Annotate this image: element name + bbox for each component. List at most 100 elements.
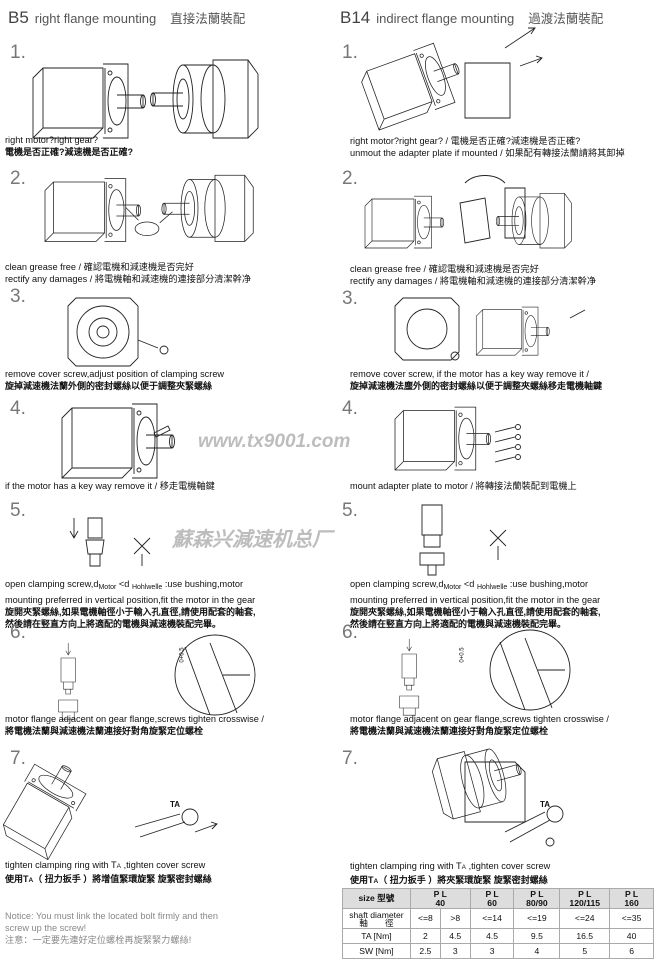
right-step-1-adapter-removal-illustration (357, 27, 543, 131)
left-step-1-line-2: 電機是否正確?減速機是否正確? (5, 147, 133, 157)
table-cell: <=19 (513, 908, 561, 929)
left-step-3-number: 3. (10, 286, 26, 307)
left-step-6-number: 6. (10, 622, 26, 643)
table-cell: 4 (513, 943, 561, 959)
table-cell: 2 (409, 928, 441, 944)
left-step-2-text: clean grease free / 確認電機和減速機是否完好 rectify… (5, 261, 251, 285)
text-part: 使用T (350, 875, 374, 885)
right-step-6-crosswise-screws-illustration (399, 629, 571, 716)
left-step-7-line-1: tighten clamping ring with TA ,tighten c… (5, 859, 212, 873)
table-row-shaft-diameter: shaft diameter 軸 徑 <=8>8<=14<=19<=24<=35 (342, 908, 654, 929)
left-step-7-ta-label: TA (170, 800, 181, 809)
table-header-pl60: P L 60 (469, 888, 515, 909)
table-cell: 3 (469, 943, 515, 959)
left-step-7-torque-wrench-illustration (0, 751, 218, 861)
right-step-7-line-1: tighten clamping ring with TA ,tighten c… (350, 860, 550, 874)
right-header-title-zh: 過渡法蘭裝配 (528, 12, 604, 26)
right-step-4-text: mount adapter plate to motor / 將轉接法蘭裝配到電… (350, 480, 577, 492)
right-step-2-line-2: rectify any damages / 將電機軸和減速機的連接部分清潔幹净 (350, 276, 597, 286)
table-header-pl120-115: P L 120/115 (559, 888, 611, 909)
table-row-label: TA [Nm] (342, 928, 411, 944)
subscript-motor: Motor (98, 584, 117, 591)
table-cell: >8 (439, 908, 471, 929)
text-part: （ 扭力扳手 ）將夾緊環旋緊 旋緊密封螺絲 (378, 875, 548, 885)
left-step-1-text: right motor?right gear? 電機是否正確?減速機是否正確? (5, 134, 133, 158)
left-step-6-line-1: motor flange adjacent on gear flange,scr… (5, 714, 264, 724)
right-step-3-flange-illustration (394, 297, 586, 361)
table-cell: 40 (609, 928, 654, 944)
notice-line-2: screw up the screw! (5, 923, 87, 933)
right-step-3-number: 3. (342, 288, 358, 309)
text-part: tighten clamping ring with T (350, 861, 462, 871)
left-step-2-number: 2. (10, 168, 26, 189)
subscript-a: A (373, 878, 379, 885)
table-cell: <=14 (469, 908, 515, 929)
table-row-label: SW [Nm] (342, 943, 411, 959)
left-step-4-line-1: if the motor has a key way remove it / 移… (5, 481, 215, 491)
table-cell: 2.5 (409, 943, 441, 959)
right-step-4-number: 4. (342, 398, 358, 419)
left-step-4-key-removal-illustration (61, 403, 175, 479)
notice-line-1: Notice: You must link the located bolt f… (5, 911, 218, 921)
subscript-a: A (116, 863, 122, 870)
right-step-4-adapter-mount-illustration (394, 406, 521, 471)
table-header-pl80-90: P L 80/90 (513, 888, 561, 909)
left-step-5-line-2: mounting preferred in vertical position,… (5, 595, 256, 605)
left-step-1-line-1: right motor?right gear? (5, 135, 98, 145)
text-part: :use bushing,motor (507, 579, 589, 589)
text-part: <d (116, 579, 132, 589)
text-part: tighten clamping ring with T (5, 860, 117, 870)
text-part: 使用T (5, 874, 29, 884)
table-cell: 16.5 (559, 928, 611, 944)
left-step-3-line-2: 旋掉減速機法蘭外側的密封螺絲以便于調整夾緊螺絲 (5, 381, 213, 391)
left-step-2-line-1: clean grease free / 確認電機和減速機是否完好 (5, 262, 194, 272)
right-step-7-ta-label: TA (540, 800, 551, 809)
right-step-7-torque-wrench-illustration (429, 738, 564, 847)
text-part: ,tighten cover screw (121, 860, 206, 870)
subscript-hohlwelle: Hohlwelle (131, 584, 163, 591)
right-step-2-text: clean grease free / 確認電機和減速機是否完好 rectify… (350, 263, 596, 287)
right-step-7-text: tighten clamping ring with TA ,tighten c… (350, 860, 550, 888)
right-step-5-line-3: 旋開夾緊螺絲,如果電機軸徑小于輸入孔直徑,請使用配套的軸套, (350, 607, 601, 617)
right-step-5-text: open clamping screw,dMotor <d Hohlwelle … (350, 578, 601, 630)
right-step-1-number: 1. (342, 42, 358, 63)
left-step-6-tolerance: 0+0.5 (179, 647, 186, 663)
right-step-7-number: 7. (342, 748, 358, 769)
table-cell: 4.5 (469, 928, 515, 944)
left-header-code: B5 (8, 8, 29, 27)
notice: Notice: You must link the located bolt f… (5, 910, 218, 946)
text-part: :use bushing,motor (162, 579, 244, 589)
left-step-5-number: 5. (10, 500, 26, 521)
table-header-size: size 型號 (342, 888, 411, 909)
right-step-1-line-1: right motor?right gear? / 電機是否正確?減速機是否正確… (350, 136, 581, 146)
right-header-code: B14 (340, 8, 371, 27)
subscript-a: A (461, 864, 467, 871)
watermark-url: www.tx9001.com (198, 431, 351, 452)
right-step-3-text: remove cover screw, if the motor has a k… (350, 368, 602, 392)
right-step-6-text: motor flange adjacent on gear flange,scr… (350, 713, 609, 737)
left-step-3-gear-flange-illustration (67, 297, 169, 367)
table-cell: 9.5 (513, 928, 561, 944)
table-cell: 4.5 (439, 928, 471, 944)
left-step-2-line-2: rectify any damages / 將電機軸和減速機的連接部分清潔幹净 (5, 274, 252, 284)
right-step-5-line-1: open clamping screw,dMotor <d Hohlwelle … (350, 578, 601, 594)
left-step-7-line-2: 使用TA（ 扭力扳手 ）將增值緊環旋緊 旋緊密封螺絲 (5, 873, 212, 887)
right-step-3-line-1: remove cover screw, if the motor has a k… (350, 369, 589, 379)
left-step-5-line-4: 然後請在竪直方向上將適配的電機與減速機裝配完畢。 (5, 619, 222, 629)
right-step-1-line-2: unmout the adapter plate if mounted / 如果… (350, 148, 625, 158)
text-part: <d (461, 579, 477, 589)
left-step-6-text: motor flange adjacent on gear flange,scr… (5, 713, 264, 737)
right-step-6-line-1: motor flange adjacent on gear flange,scr… (350, 714, 609, 724)
torque-spec-table: size 型號 P L 40 P L 60 P L 80/90 P L 120/… (342, 888, 654, 959)
left-step-1-number: 1. (10, 42, 26, 63)
table-cell: <=8 (409, 908, 441, 929)
left-step-2-cleaning-illustration (44, 174, 254, 242)
left-step-7-number: 7. (10, 748, 26, 769)
right-step-5-line-2: mounting preferred in vertical position,… (350, 595, 601, 605)
table-cell: <=24 (559, 908, 611, 929)
text-part: ,tighten cover screw (466, 861, 551, 871)
subscript-hohlwelle: Hohlwelle (476, 584, 508, 591)
